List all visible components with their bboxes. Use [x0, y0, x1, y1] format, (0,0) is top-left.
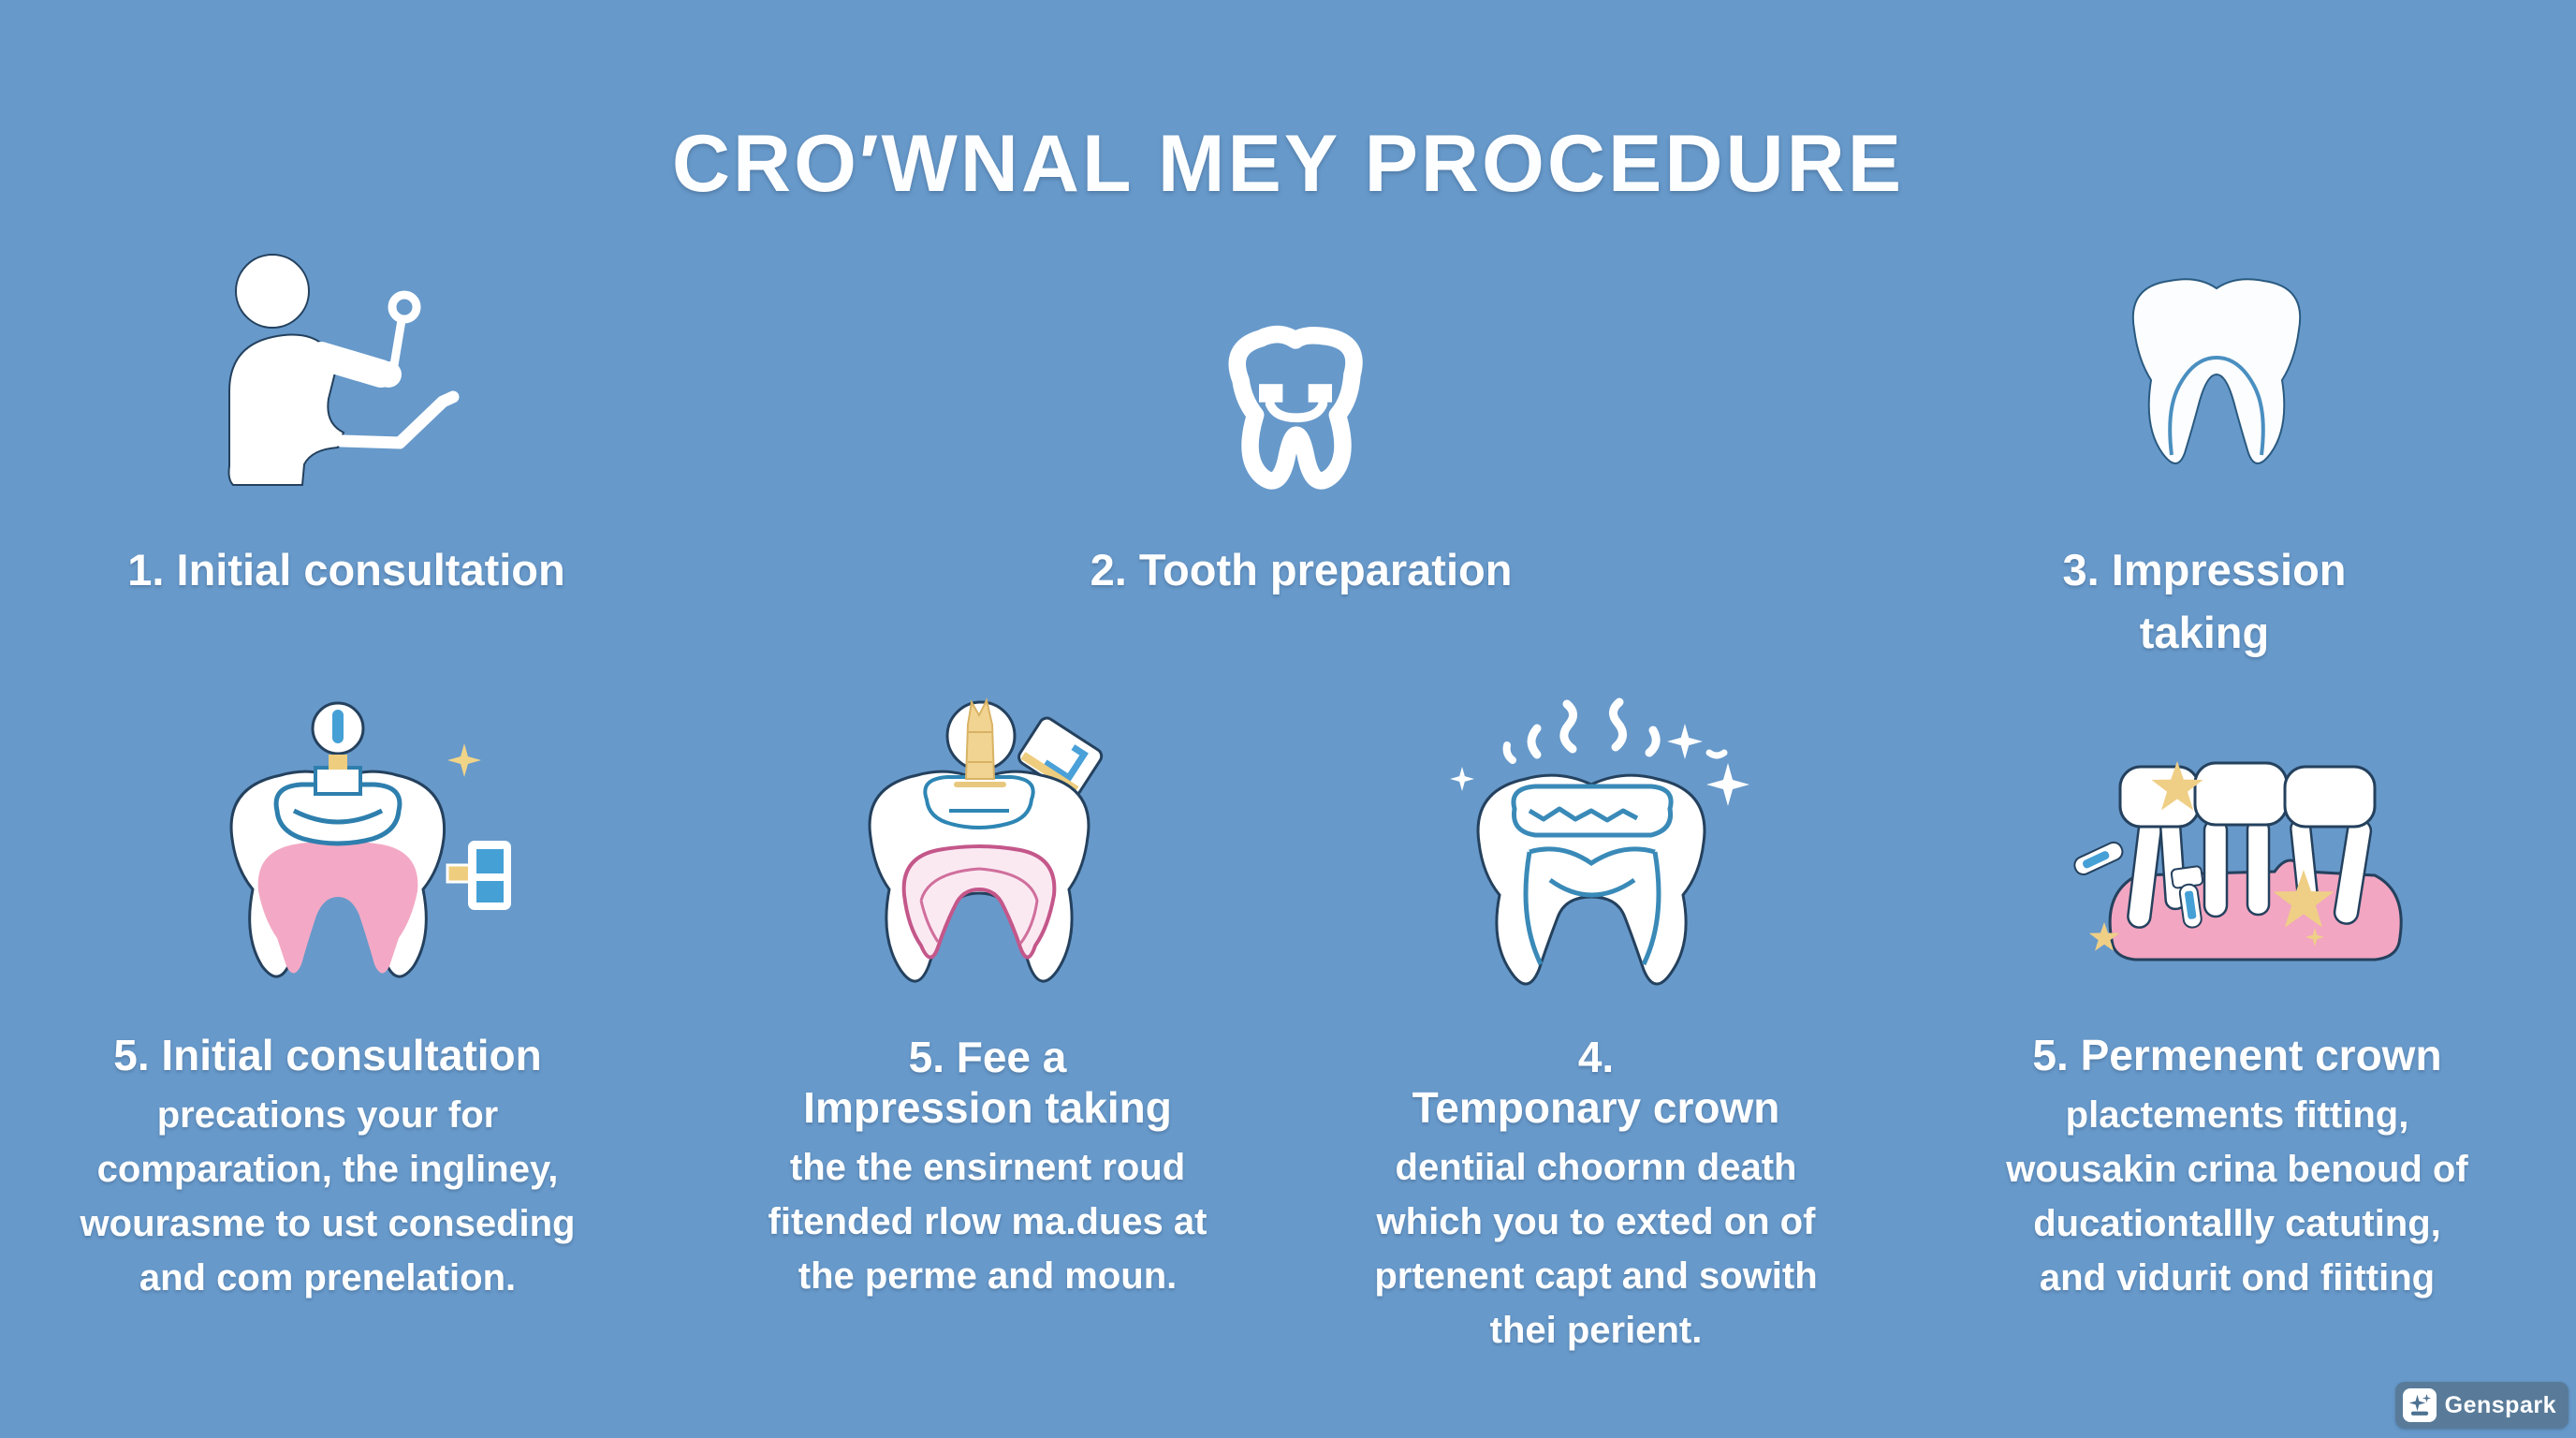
block-line: fitended rlow ma.dues at — [768, 1201, 1208, 1242]
block-line: ducationtallly catuting, — [2033, 1203, 2441, 1244]
tooth-steam-sparkle-icon — [1450, 697, 1749, 986]
step2-label: 2. Tooth preparation — [1090, 545, 1513, 594]
block-heading: 4. Temponary crown — [1412, 1033, 1780, 1132]
watermark-label: Genspark — [2444, 1391, 2556, 1418]
block-line: and com prenelation. — [139, 1257, 517, 1299]
step-block-permanent-crown: 5. Permenent crown plactements fitting, … — [1975, 1030, 2499, 1305]
genspark-sparkle-icon — [2402, 1388, 2437, 1422]
dental-bridge-gum-icon — [2073, 761, 2403, 961]
block-line: the perme and moun. — [798, 1255, 1178, 1297]
block-line: prtenent capt and sowith — [1374, 1255, 1818, 1297]
block-line: the the ensirnent roud — [789, 1147, 1186, 1188]
step1-label: 1. Initial consultation — [127, 545, 565, 594]
step-block-initial-consultation: 5. Initial consultation precations your … — [66, 1030, 590, 1305]
block-line: which you to exted on of — [1376, 1201, 1816, 1242]
tooth-outline-face-icon — [1228, 325, 1363, 490]
tooth-solid-icon — [2131, 278, 2302, 464]
page-title: CRO′WNAL MEY PROCEDURE — [671, 119, 1905, 209]
block-line: dentiial choornn death — [1395, 1147, 1797, 1188]
dentist-icon — [227, 254, 460, 486]
tooth-candle-drill-icon — [868, 697, 1104, 983]
block-line: thei perient. — [1489, 1310, 1703, 1351]
step3-label: 3. Impression taking — [2062, 545, 2347, 657]
block-line: and vidurit ond fiitting — [2039, 1257, 2436, 1299]
block-heading: 5. Fee a Impression taking — [803, 1033, 1172, 1132]
tooth-filling-pink-pulp-icon — [229, 701, 511, 978]
block-line: wousakin crina benoud of — [2006, 1149, 2468, 1190]
block-line: comparation, the ingliney, — [96, 1149, 559, 1190]
block-heading: 5. Permenent crown — [2032, 1031, 2442, 1079]
step-block-impression-taking: 5. Fee a Impression taking the the ensir… — [744, 1032, 1231, 1303]
block-line: precations your for — [156, 1094, 499, 1136]
genspark-watermark-badge[interactable]: Genspark — [2394, 1382, 2569, 1429]
block-line: plactements fitting, — [2065, 1094, 2409, 1136]
block-heading: 5. Initial consultation — [113, 1031, 542, 1079]
block-line: wourasme to ust conseding — [80, 1203, 576, 1244]
step-block-temporary-crown: 4. Temponary crown dentiial choornn deat… — [1353, 1032, 1839, 1357]
